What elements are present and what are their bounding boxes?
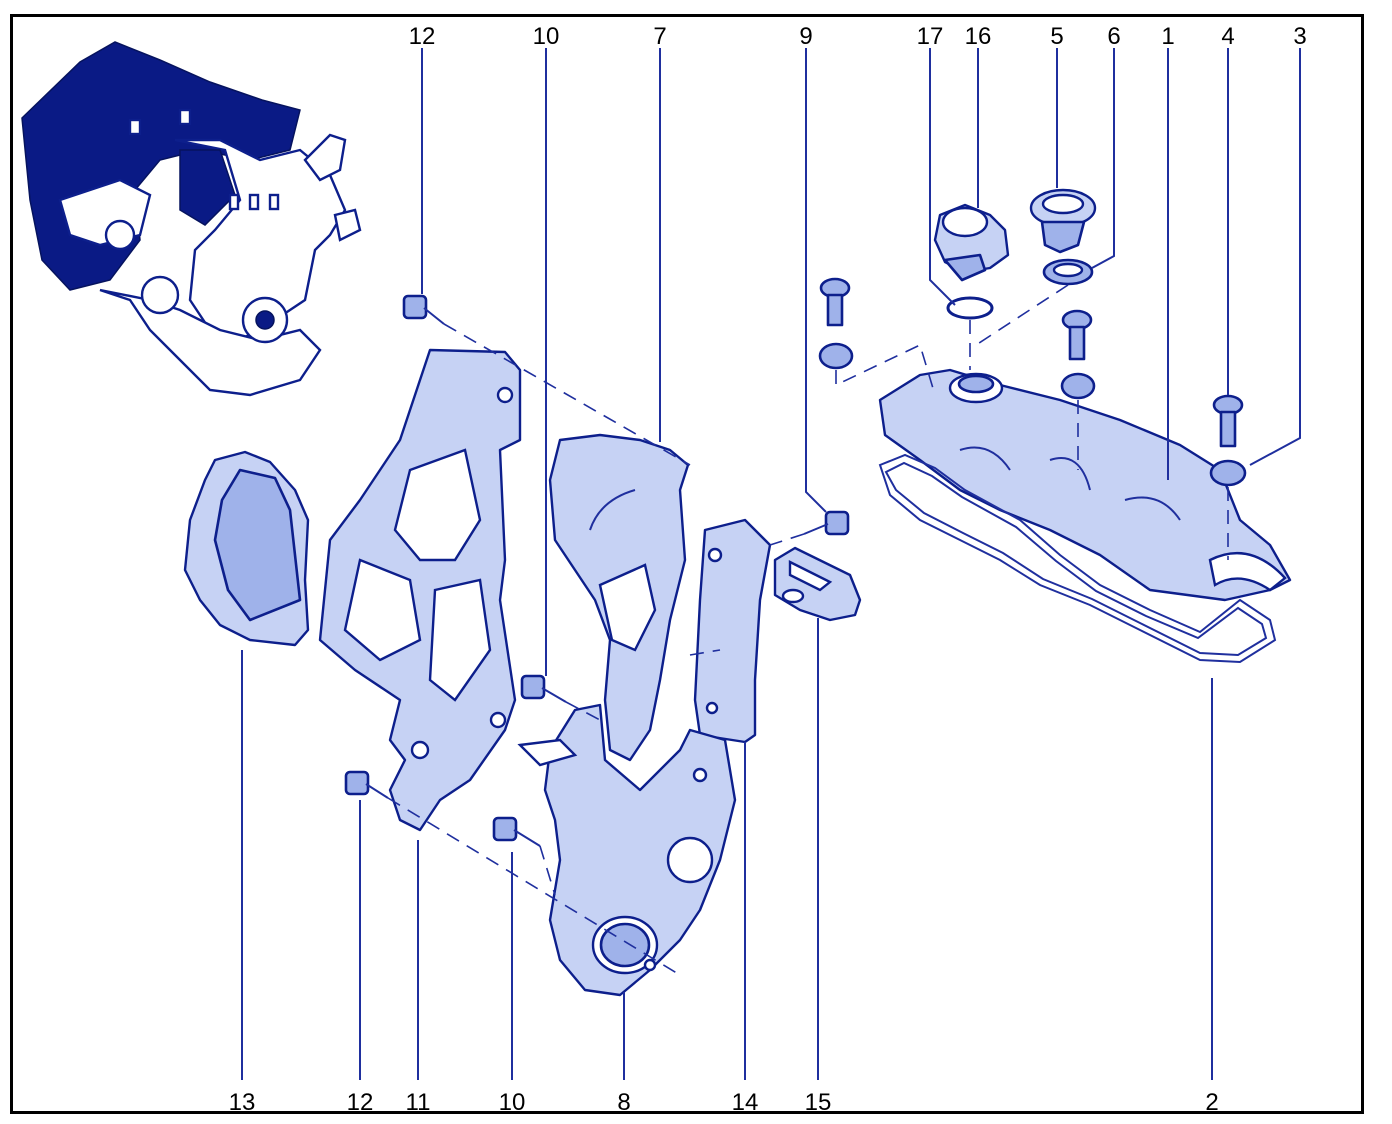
label-17: 17 [917, 23, 944, 50]
label-2: 2 [1205, 1089, 1218, 1116]
label-14: 14 [732, 1089, 759, 1116]
part-7-upper-timing-cover [548, 433, 690, 762]
part-11-rear-timing-cover [318, 348, 522, 832]
bolt-cover-middle [1060, 309, 1096, 400]
part-14-cover-strip [693, 518, 772, 744]
bolt-12-top [402, 294, 445, 325]
bolt-12-bottom [344, 770, 389, 799]
part-16-oil-filler-cap [933, 203, 1010, 282]
label-4: 4 [1221, 23, 1234, 50]
part-1-cylinder-head-cover [878, 368, 1292, 602]
label-7: 7 [653, 23, 666, 50]
label-13: 13 [229, 1089, 256, 1116]
label-10-bottom: 10 [499, 1089, 526, 1116]
label-5: 5 [1050, 23, 1063, 50]
part-17-o-ring [946, 296, 994, 320]
label-16: 16 [965, 23, 992, 50]
bottom-labels: 13 12 11 10 8 14 15 2 [229, 1089, 1219, 1116]
label-10-top: 10 [533, 23, 560, 50]
part-3-grommet [1209, 459, 1247, 487]
bolt-9 [803, 510, 850, 536]
leader-lines [241, 48, 1301, 1080]
engine-thumbnail-icon [21, 41, 362, 397]
label-6: 6 [1107, 23, 1120, 50]
label-8: 8 [617, 1089, 630, 1116]
bolt-10-lower [492, 816, 541, 847]
part-2-cover-gasket [878, 453, 1277, 664]
label-15: 15 [805, 1089, 832, 1116]
label-12-bottom: 12 [347, 1089, 374, 1116]
label-9: 9 [799, 23, 812, 50]
part-6-seal [1042, 258, 1094, 286]
part-13-outer-timing-cover [183, 450, 310, 647]
label-12-top: 12 [409, 23, 436, 50]
alignment-dashes [387, 284, 1229, 976]
part-5-cap [1029, 188, 1097, 254]
part-15-harness-clip [773, 546, 862, 622]
label-11: 11 [406, 1089, 431, 1116]
label-3: 3 [1293, 23, 1306, 50]
top-labels: 12 10 7 9 17 16 5 6 1 4 3 [409, 23, 1307, 50]
part-4-bolt [1212, 394, 1244, 448]
bolt-cover-left [818, 277, 854, 370]
label-1: 1 [1161, 23, 1174, 50]
bolt-10-upper [520, 674, 567, 703]
